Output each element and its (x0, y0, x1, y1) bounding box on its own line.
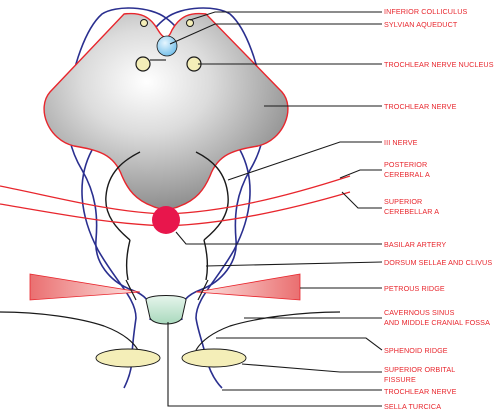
inferior-colliculus-left (140, 19, 148, 27)
label-superior-cerebellar-a-line1: SUPERIOR (384, 197, 422, 206)
iii-nerve-left (105, 151, 141, 241)
label-trochlear-nerve-nucleus: TROCHLEAR NERVE NUCLEUS (384, 60, 494, 69)
basilar-artery (152, 206, 180, 234)
cavernous-sinus-left (0, 311, 139, 351)
sylvian-aqueduct (156, 35, 178, 57)
dorsum-sellae (203, 239, 209, 281)
leader-posterior-cerebral (339, 169, 382, 179)
superior-orbital-fissure-left (95, 348, 161, 368)
sella-floor-right (197, 279, 209, 301)
inferior-colliculus-right (186, 19, 194, 27)
midbrain-section (43, 12, 289, 210)
label-trochlear-nerve-upper: TROCHLEAR NERVE (384, 102, 457, 111)
leader-superior-cerebellar (341, 191, 382, 209)
label-dorsum-sellae: DORSUM SELLAE AND CLIVUS (384, 258, 492, 267)
label-superior-cerebellar-a-line2: CEREBELLAR A (384, 207, 439, 216)
iii-nerve-right (195, 151, 229, 241)
trochlear-nucleus-left (135, 56, 151, 72)
dorsum-sellae (125, 239, 131, 281)
label-sphenoid-ridge: SPHENOID RIDGE (384, 346, 448, 355)
label-petrous-ridge: PETROUS RIDGE (384, 284, 445, 293)
leader-dorsum-sellae (205, 261, 383, 267)
leader-inferior-colliculus (189, 11, 382, 21)
sella-floor-left (125, 279, 137, 301)
petrous-ridge-right (195, 273, 301, 301)
label-basilar-artery: BASILAR ARTERY (384, 240, 446, 249)
label-sylvian-aqueduct: SYLVIAN AQUEDUCT (384, 20, 458, 29)
brainstem-outline (165, 7, 266, 321)
label-cavernous-sinus-line2: AND MIDDLE CRANIAL FOSSA (384, 318, 490, 327)
label-posterior-cerebral-a-line2: CEREBRAL A (384, 170, 430, 179)
leader-sylvian-aqueduct (169, 23, 382, 45)
label-inferior-colliculus: INFERIOR COLLICULUS (384, 7, 467, 16)
leader-sphenoid-ridge (216, 337, 383, 351)
label-posterior-cerebral-a-line1: POSTERIOR (384, 160, 427, 169)
label-trochlear-nerve-lower: TROCHLEAR NERVE (384, 387, 457, 396)
superior-orbital-fissure-right (181, 348, 247, 368)
label-superior-orbital-fissure-line2: FISSURE (384, 375, 416, 384)
leader-iii-nerve (227, 141, 382, 181)
label-cavernous-sinus-line1: CAVERNOUS SINUS (384, 308, 455, 317)
petrous-ridge-left (29, 273, 141, 301)
leader-lines (150, 11, 383, 407)
label-group: INFERIOR COLLICULUS SYLVIAN AQUEDUCT TRO… (384, 7, 494, 411)
leader-sella-turcica (167, 322, 382, 407)
label-iii-nerve: III NERVE (384, 138, 418, 147)
leader-basilar-artery (175, 231, 382, 245)
sella-turcica (145, 295, 187, 325)
leader-superior-orbital-fissure (241, 363, 382, 373)
label-superior-orbital-fissure-line1: SUPERIOR ORBITAL (384, 365, 455, 374)
cavernous-sinus-right (195, 311, 341, 351)
label-sella-turcica: SELLA TURCICA (384, 402, 441, 411)
